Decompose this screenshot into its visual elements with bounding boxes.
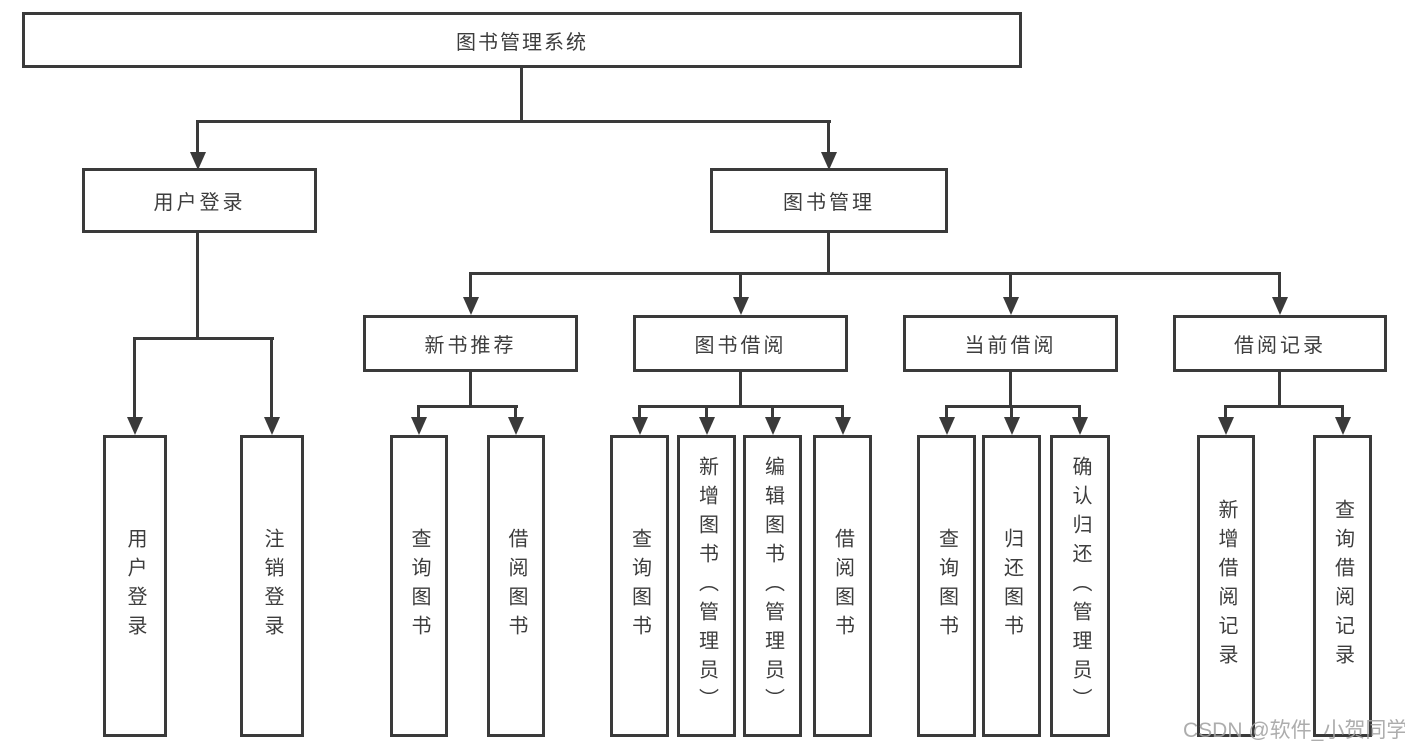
connector-nbr-vline	[469, 372, 472, 405]
arrow-to-current-borrow	[1009, 272, 1012, 297]
connector-cb-vline	[1009, 372, 1012, 405]
node-book-borrow-label: 图书借阅	[694, 335, 787, 357]
node-book-management: 图书管理	[710, 168, 948, 233]
connector-root-vline	[520, 68, 523, 120]
leaf-nbr-borrow-book-label: 借阅图书	[505, 528, 527, 644]
leaf-logout-login-label: 注销登录	[261, 528, 283, 644]
arrow-to-leaf-logout	[270, 337, 273, 417]
arrow-to-book-management	[827, 120, 830, 152]
node-current-borrow-label: 当前借阅	[964, 335, 1057, 357]
leaf-bb-edit-book-admin-label: 编辑图书（管理员）	[761, 455, 784, 717]
connector-book-mgmt-vline	[827, 233, 830, 272]
connector-br-hline	[1224, 405, 1344, 408]
leaf-bb-add-book-admin: 新增图书（管理员）	[677, 435, 736, 737]
connector-book-mgmt-hline	[469, 272, 1281, 275]
node-user-login-label: 用户登录	[153, 192, 246, 214]
arrow-to-user-login	[196, 120, 199, 152]
arrow-to-new-book-recommend	[469, 272, 472, 297]
arrow-to-bb-borrow	[841, 405, 844, 417]
leaf-cb-return-book: 归还图书	[982, 435, 1041, 737]
connector-br-vline	[1278, 372, 1281, 405]
leaf-nbr-query-book-label: 查询图书	[408, 528, 430, 644]
csdn-watermark: CSDN @软件_小贺同学	[1183, 719, 1405, 742]
node-library-management-system: 图书管理系统	[22, 12, 1022, 68]
leaf-nbr-borrow-book: 借阅图书	[487, 435, 545, 737]
arrow-to-cb-query	[945, 405, 948, 417]
node-user-login: 用户登录	[82, 168, 317, 233]
leaf-cb-query-book-label: 查询图书	[935, 528, 958, 644]
leaf-bb-query-book-label: 查询图书	[628, 528, 651, 644]
arrow-to-cb-confirm	[1078, 405, 1081, 417]
node-root-label: 图书管理系统	[456, 31, 588, 54]
leaf-nbr-query-book: 查询图书	[390, 435, 448, 737]
connector-user-login-vline	[196, 233, 199, 337]
node-current-borrow: 当前借阅	[903, 315, 1118, 372]
node-book-borrow: 图书借阅	[633, 315, 848, 372]
leaf-bb-edit-book-admin: 编辑图书（管理员）	[743, 435, 802, 737]
connector-bb-vline	[739, 372, 742, 405]
leaf-logout-login: 注销登录	[240, 435, 304, 737]
leaf-cb-query-book: 查询图书	[917, 435, 976, 737]
arrow-to-borrow-records	[1278, 272, 1281, 297]
connector-root-hline	[197, 120, 831, 123]
arrow-to-book-borrow	[739, 272, 742, 297]
leaf-br-query-record: 查询借阅记录	[1313, 435, 1372, 737]
leaf-bb-borrow-book-label: 借阅图书	[831, 528, 854, 644]
leaf-cb-confirm-return-admin: 确认归还（管理员）	[1050, 435, 1110, 737]
arrow-to-nbr-query	[417, 405, 420, 417]
leaf-cb-confirm-return-admin-label: 确认归还（管理员）	[1069, 455, 1091, 717]
arrow-to-br-query	[1341, 405, 1344, 417]
node-book-management-label: 图书管理	[783, 192, 875, 214]
connector-cb-hline	[945, 405, 1081, 408]
leaf-cb-return-book-label: 归还图书	[1000, 528, 1023, 644]
arrow-to-bb-edit	[771, 405, 774, 417]
leaf-user-login: 用户登录	[103, 435, 167, 737]
connector-nbr-hline	[417, 405, 518, 408]
leaf-user-login-label: 用户登录	[124, 528, 146, 644]
arrow-to-cb-return	[1010, 405, 1013, 417]
node-borrow-records-label: 借阅记录	[1234, 335, 1326, 357]
arrow-to-leaf-user-login	[133, 337, 136, 417]
connector-bb-hline	[638, 405, 844, 408]
leaf-bb-query-book: 查询图书	[610, 435, 669, 737]
leaf-bb-borrow-book: 借阅图书	[813, 435, 872, 737]
node-new-book-recommend: 新书推荐	[363, 315, 578, 372]
arrow-to-bb-query	[638, 405, 641, 417]
leaf-bb-add-book-admin-label: 新增图书（管理员）	[695, 455, 718, 717]
connector-user-login-hline	[133, 337, 274, 340]
arrow-to-br-add	[1224, 405, 1227, 417]
node-borrow-records: 借阅记录	[1173, 315, 1387, 372]
arrow-to-bb-add	[705, 405, 708, 417]
node-new-book-recommend-label: 新书推荐	[424, 335, 517, 357]
leaf-br-add-record: 新增借阅记录	[1197, 435, 1255, 737]
leaf-br-query-record-label: 查询借阅记录	[1331, 499, 1354, 673]
arrow-to-nbr-borrow	[514, 405, 517, 417]
leaf-br-add-record-label: 新增借阅记录	[1215, 499, 1237, 673]
